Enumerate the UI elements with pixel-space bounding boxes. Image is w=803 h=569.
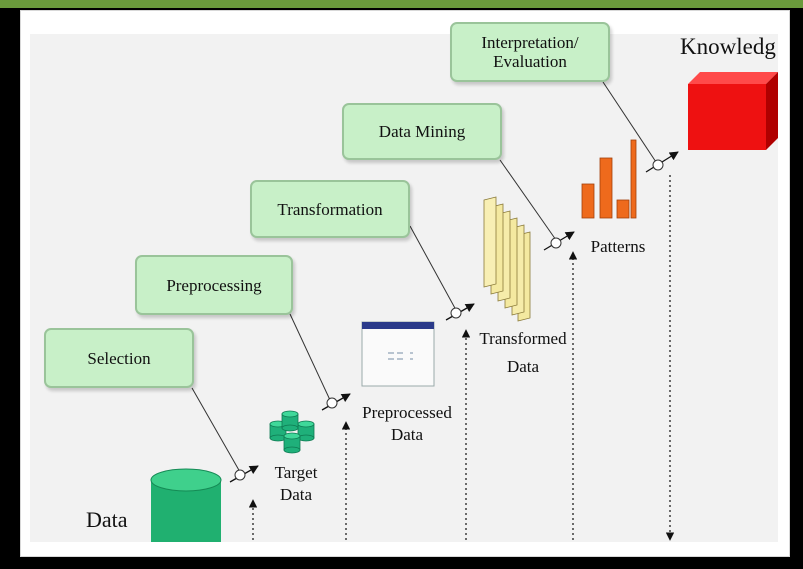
label-target-line2: Data	[279, 485, 313, 504]
label-target-line1: Target	[274, 463, 318, 482]
label-target-data: Target Data	[258, 462, 334, 506]
leader-data-mining	[499, 159, 557, 241]
preprocessed-data-icon	[361, 321, 435, 387]
leader-selection	[191, 387, 241, 473]
feedback-arrows	[248, 175, 675, 541]
leader-transformation	[409, 225, 457, 311]
label-preprocessed-line2: Data	[390, 425, 424, 444]
step-transformation: Transformation	[250, 180, 410, 238]
patterns-icon	[581, 139, 637, 219]
step-selection: Selection	[44, 328, 194, 388]
label-knowledge: Knowledg	[680, 34, 776, 59]
connector-circles	[234, 159, 664, 481]
step-transformation-label: Transformation	[277, 199, 383, 219]
data-cylinder-icon	[150, 468, 222, 542]
connector-circle-4	[550, 237, 562, 249]
step-data-mining-label: Data Mining	[378, 122, 466, 141]
connector-circle-5	[652, 159, 664, 171]
label-data: Data	[86, 507, 128, 532]
connector-circle-3	[450, 307, 462, 319]
label-transformed-line1: Transformed	[479, 329, 567, 348]
step-data-mining: Data Mining	[342, 103, 502, 160]
label-transformed-data: Transformed Data	[468, 328, 578, 378]
connector-circle-2	[326, 397, 338, 409]
connector-circle-1	[234, 469, 246, 481]
label-preprocessed-data: Preprocessed Data	[352, 402, 462, 446]
step-selection-label: Selection	[87, 348, 151, 368]
label-transformed-line2: Data	[506, 357, 540, 376]
top-border-strip	[0, 0, 803, 8]
transformed-data-icon	[483, 196, 531, 322]
leader-interpretation	[602, 81, 657, 163]
step-preprocessing-label: Preprocessing	[166, 275, 262, 295]
label-preprocessed-line1: Preprocessed	[362, 403, 452, 422]
step-interpretation-evaluation: Interpretation/ Evaluation	[450, 22, 610, 82]
step-interpretation-label-line1: Interpretation/	[481, 33, 579, 52]
leader-preprocessing	[289, 313, 331, 401]
step-interpretation-label-line2: Evaluation	[493, 52, 567, 71]
step-preprocessing: Preprocessing	[135, 255, 293, 315]
leader-lines	[191, 81, 657, 473]
target-data-icon	[269, 410, 315, 454]
knowledge-cube-icon	[688, 72, 778, 150]
label-patterns: Patterns	[590, 237, 646, 256]
